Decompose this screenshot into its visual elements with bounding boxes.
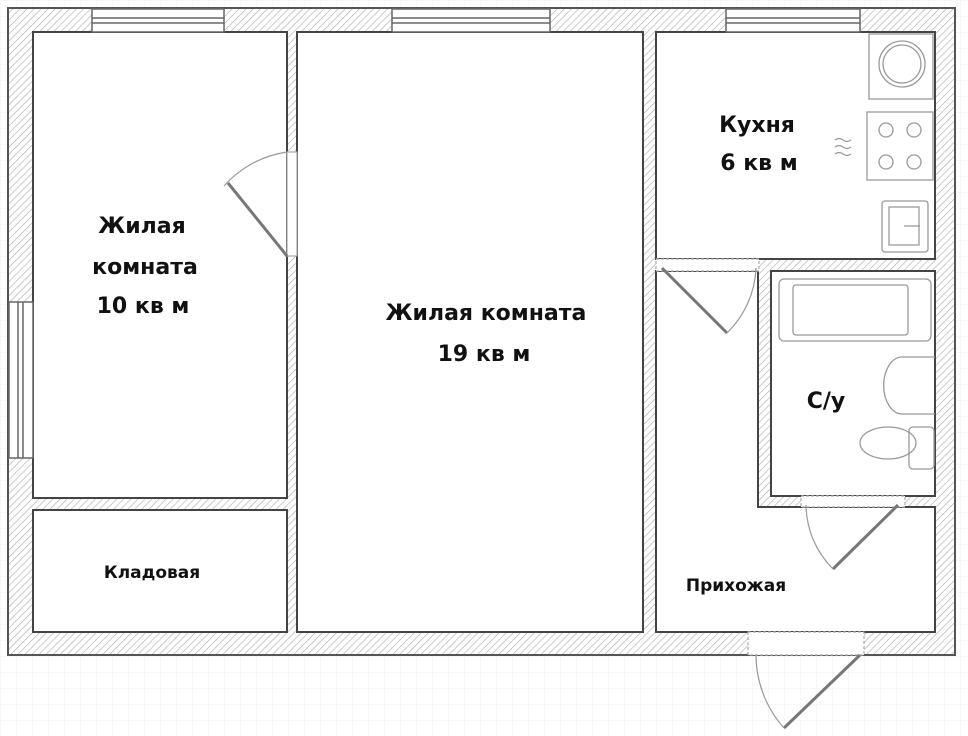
kitchen-sink-icon xyxy=(881,200,929,253)
door-bathroom[interactable] xyxy=(800,495,906,571)
label-hallway: Прихожая xyxy=(686,576,786,596)
window xyxy=(391,8,551,33)
label-living-large: Жилая комната xyxy=(386,301,587,326)
door-entrance[interactable] xyxy=(747,631,865,730)
washing-machine-icon xyxy=(868,33,934,100)
door-kitchen[interactable] xyxy=(655,258,760,335)
label-living-small-area: 10 кв м xyxy=(97,294,190,319)
label-living-small-1: Жилая xyxy=(98,214,185,239)
label-kitchen-area: 6 кв м xyxy=(720,151,797,176)
room-bathroom xyxy=(770,270,936,497)
windows xyxy=(8,8,861,459)
room-living-large xyxy=(296,31,644,633)
window xyxy=(91,8,225,33)
washbasin-icon xyxy=(883,356,935,415)
bathtub-icon xyxy=(778,278,932,342)
toilet-icon xyxy=(859,426,935,470)
label-living-small-2: комната xyxy=(92,255,198,280)
label-pantry: Кладовая xyxy=(104,563,200,583)
label-bathroom: С/у xyxy=(807,389,846,414)
room-pantry xyxy=(32,509,288,633)
door-living-small[interactable] xyxy=(223,151,298,257)
room-kitchen xyxy=(655,31,936,260)
window xyxy=(8,301,34,459)
label-living-large-area: 19 кв м xyxy=(438,342,531,367)
stove-icon xyxy=(834,111,934,181)
window xyxy=(725,8,861,33)
label-kitchen: Кухня xyxy=(719,113,795,138)
